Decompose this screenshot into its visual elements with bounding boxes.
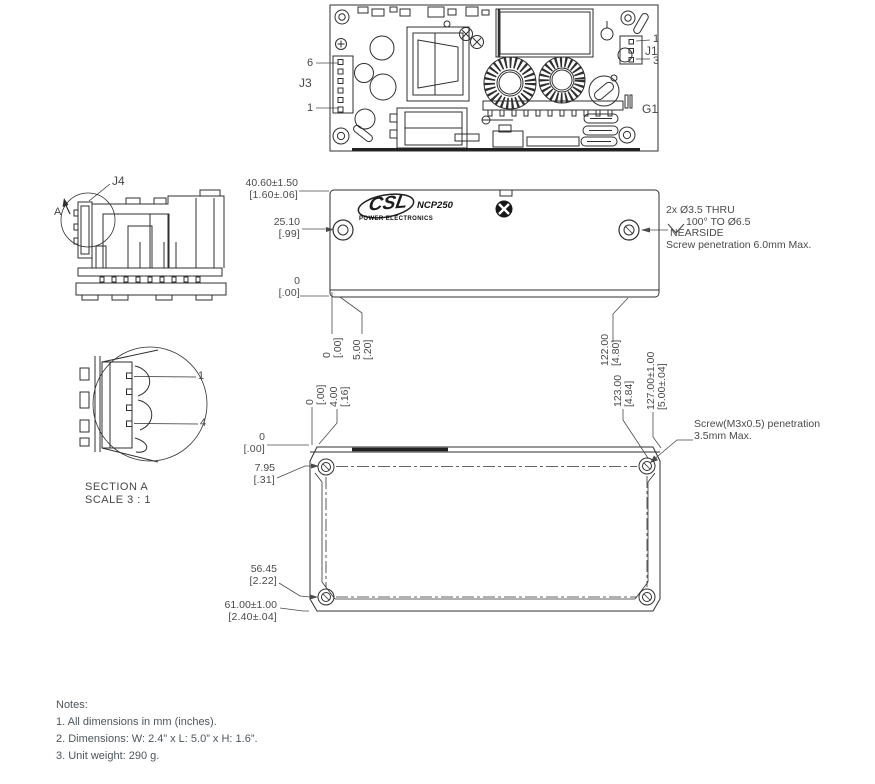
logo-tagline: POWER ELECTRONICS [359,216,434,222]
hole-spec-note: 2x Ø3.5 THRU 100° TO Ø6.5 NEARSIDE Screw… [666,204,812,251]
bottom-view-drawing [309,446,661,612]
label-j3: J3 [299,76,312,90]
dim-front-height-total: 40.60±1.50 [1.60±.06] [245,177,298,201]
label-section-pin1: 1 [198,370,205,382]
side-view-drawing [60,183,227,301]
label-j3-pin1: 1 [307,102,314,114]
screw-penetration-note: Screw(M3x0.5) penetration 3.5mm Max. [694,418,821,442]
dim-front-datum-y: 0 [.00] [278,275,300,299]
logo-brand: CSL [367,191,410,216]
label-j3-pin6: 6 [307,57,314,69]
dim-front-hole-span: 122.00 [4.80] [599,333,622,366]
label-j4: J4 [112,174,125,188]
dim-bottom-height-total: 61.00±1.00 [2.40±.04] [224,599,277,623]
notes-title: Notes: [56,699,88,711]
dim-front-hole-height: 25.10 [.99] [273,216,300,240]
dim-bottom-screw-span-x: 123.00 [4.84] [612,374,635,407]
dimension-lines [267,39,693,612]
dim-bottom-width-total: 127.00±1.00 [5.00±.04] [645,351,668,410]
dim-bottom-datum-y: 0 [.00] [243,431,265,455]
dim-front-edge-offset: 5.00 [.20] [351,339,374,360]
dim-front-datum-x: 0 [.00] [321,337,344,358]
label-section-pin4: 4 [200,417,207,429]
section-scale: SCALE 3 : 1 [85,494,152,506]
label-j1-pin1: 1 [653,33,660,45]
dim-bottom-screw-bottom: 56.45 [2.22] [249,563,277,587]
note-item-1: 1. All dimensions in mm (inches). [56,716,217,728]
top-view-drawing [329,4,659,152]
section-title: SECTION A [85,481,149,493]
dim-bottom-screw-offset-x: 4.00 [.16] [328,386,351,407]
dim-bottom-screw-top: 7.95 [.31] [253,462,275,486]
dim-bottom-datum-x: 0 [.00] [304,384,327,405]
notes-block: Notes: 1. All dimensions in mm (inches).… [56,697,258,765]
note-item-3: 3. Unit weight: 290 g. [56,750,160,762]
label-section-arrow-a: A [54,206,62,218]
section-view-drawing [79,346,208,463]
note-item-2: 2. Dimensions: W: 2.4” x L: 5.0” x H: 1.… [56,733,258,745]
label-j1: J1 [645,44,658,58]
label-j1-pin3: 3 [653,55,660,67]
front-view-drawing [329,189,660,298]
label-g1: G1 [642,102,659,116]
logo-model: NCP250 [417,200,453,211]
